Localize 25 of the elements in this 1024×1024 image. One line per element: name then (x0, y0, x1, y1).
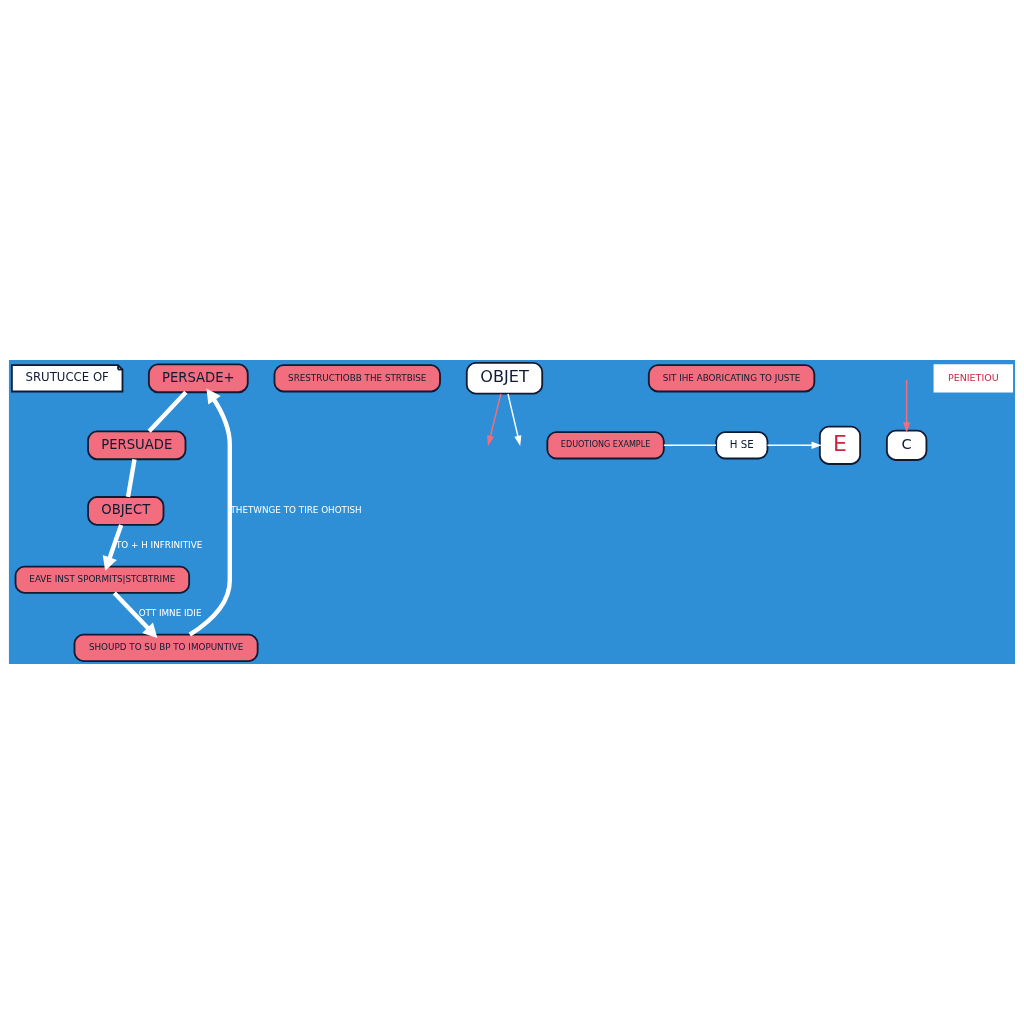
arrow (102, 524, 124, 571)
label: PENIETIOU (947, 371, 999, 383)
edge-label: THETWNGE TO TIRE OHOTISH (230, 505, 362, 516)
node-box: SRESTRUCTIOBB THE STRTBISE (273, 364, 441, 393)
node-box: EAVE INST SPORMITS|STCBTRIME (14, 565, 191, 594)
node-box: OBJECT (87, 496, 165, 526)
node-box: SHOUPD TO SU BP TO IMOPUNTIVE (73, 633, 259, 662)
arrow (766, 441, 822, 449)
node-box: OBJET (465, 362, 544, 395)
node-box: SIT IHE ABORICATING TO JUSTE (647, 364, 816, 393)
connector (125, 459, 137, 498)
arrow (507, 393, 522, 446)
node-box: PERSADE+ (147, 363, 249, 394)
node-box: E (818, 425, 862, 465)
arrow (487, 393, 502, 446)
arrow (188, 388, 232, 637)
connector (147, 390, 188, 433)
connector (663, 444, 717, 447)
arrow (903, 379, 911, 433)
node-box: H SE (715, 431, 769, 460)
edge-label: OTT IMNE IDIE (138, 608, 202, 619)
node-box: PERSUADE (87, 430, 187, 461)
arrow (112, 591, 158, 639)
edge-label: TO + H INFRINITIVE (116, 539, 203, 550)
node-box: C (885, 429, 928, 461)
